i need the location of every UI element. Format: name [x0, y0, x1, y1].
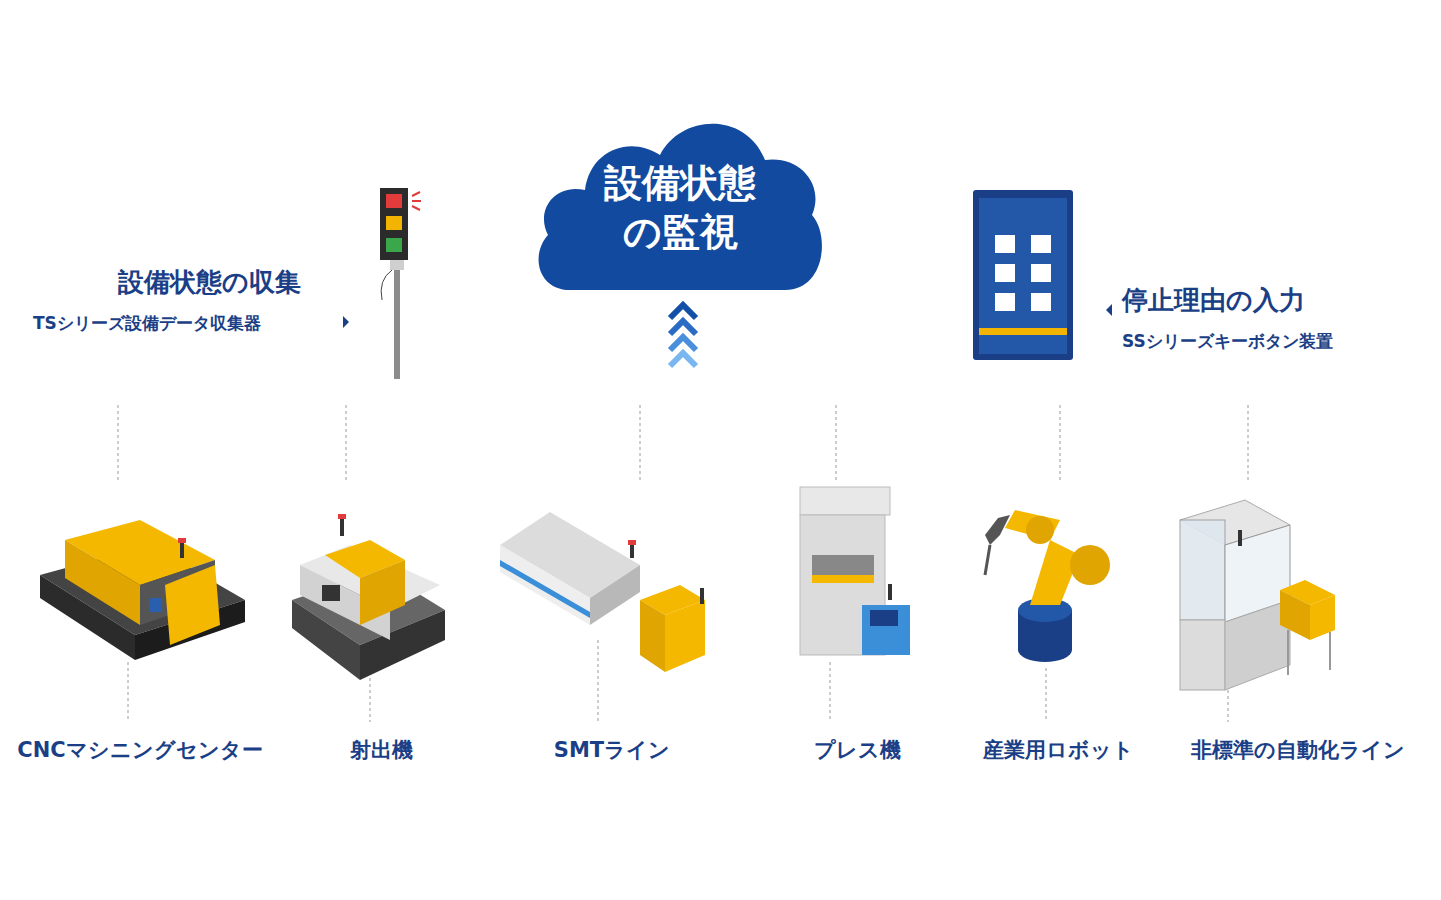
up-arrows [670, 305, 696, 366]
signal-tower [380, 188, 421, 379]
automation-line [1180, 500, 1335, 690]
machine-label: 非標準の自動化ライン [1191, 736, 1405, 764]
section-heading: 停止理由の入力 [1122, 283, 1305, 318]
cnc-machine [40, 520, 245, 660]
smt-line [500, 512, 705, 672]
leader-lines [118, 405, 1248, 722]
pointer [1106, 304, 1112, 316]
machine-label: SMTライン [554, 736, 670, 764]
device-caption: TSシリーズ設備データ収集器 [33, 312, 261, 335]
section-heading: 設備状態の収集 [118, 265, 301, 300]
device-caption: SSシリーズキーボタン装置 [1122, 330, 1333, 353]
key-button-device [973, 190, 1073, 360]
press-machine [800, 487, 910, 655]
machine-label: 射出機 [350, 736, 413, 764]
pointer [343, 316, 349, 328]
industrial-robot [985, 510, 1110, 662]
machine-label: CNCマシニングセンター [17, 736, 262, 764]
machine-label: 産業用ロボット [983, 736, 1134, 764]
machine-label: プレス機 [814, 736, 901, 764]
node-text: 設備状態 の監視 [590, 105, 770, 257]
injection-machine [292, 514, 445, 680]
cloud-node: 設備状態 の監視 [530, 105, 830, 295]
